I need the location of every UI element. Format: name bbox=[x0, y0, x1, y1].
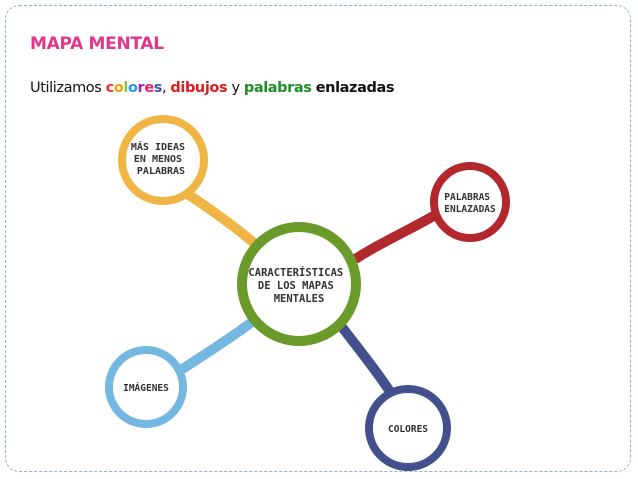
node-mas-ideas-line: PALABRAS bbox=[137, 166, 185, 177]
connector-imagenes bbox=[173, 317, 257, 377]
node-imagenes-ring bbox=[105, 346, 187, 428]
subtitle-colores-letter: s bbox=[153, 80, 163, 96]
connector-palabras-enlazadas bbox=[352, 207, 445, 263]
node-mas-ideas-line: MÁS IDEAS bbox=[131, 140, 185, 153]
node-colores-label: COLORES bbox=[388, 424, 428, 435]
subtitle-colores-letter: o bbox=[113, 80, 124, 96]
node-imagenes-label: IMÁGENES bbox=[123, 382, 169, 394]
node-mas-ideas-ring bbox=[118, 115, 208, 205]
node-colores-line: COLORES bbox=[388, 424, 428, 435]
subtitle-colores-letter: o bbox=[127, 80, 138, 96]
node-mas-ideas-label: MÁS IDEAS EN MENOS PALABRAS bbox=[131, 140, 191, 177]
slide-subtitle: Utilizamos colores, dibujos y palabras e… bbox=[30, 80, 394, 96]
node-imagenes-line: IMÁGENES bbox=[123, 382, 169, 394]
subtitle-colores-letter: l bbox=[123, 80, 128, 96]
subtitle-word-palabras: palabras bbox=[243, 80, 312, 96]
slide-title: MAPA MENTAL bbox=[30, 34, 164, 54]
node-palabras-enlazadas-ring bbox=[430, 162, 510, 242]
center-node-line: DE LOS MAPAS bbox=[258, 280, 334, 292]
subtitle-and: y bbox=[227, 80, 244, 96]
subtitle-word-dibujos: dibujos bbox=[170, 80, 228, 96]
connector-mas-ideas bbox=[173, 183, 267, 255]
slide-frame bbox=[5, 5, 631, 472]
subtitle-colores-letter: r bbox=[137, 80, 145, 96]
node-palabras-enlazadas-line: ENLAZADAS bbox=[444, 204, 496, 215]
subtitle-word-enlazadas: enlazadas bbox=[315, 80, 395, 96]
subtitle-comma: , bbox=[161, 80, 171, 96]
subtitle-word-colores: colores bbox=[105, 80, 163, 96]
node-colores-ring bbox=[365, 385, 451, 471]
center-node-line: CARACTERÍSTICAS bbox=[248, 266, 343, 279]
subtitle-colores-letter: c bbox=[105, 80, 115, 96]
center-node-line: MENTALES bbox=[274, 293, 325, 305]
subtitle-lead: Utilizamos bbox=[30, 80, 106, 96]
node-palabras-enlazadas-line: PALABRAS bbox=[444, 192, 490, 203]
node-palabras-enlazadas-label: PALABRAS ENLAZADAS bbox=[444, 192, 496, 215]
center-node-ring bbox=[237, 222, 361, 346]
node-mas-ideas-line: EN MENOS bbox=[134, 154, 182, 165]
subtitle-colores-letter: e bbox=[144, 80, 154, 96]
center-node-label: CARACTERÍSTICAS DE LOS MAPAS MENTALES bbox=[248, 266, 349, 305]
